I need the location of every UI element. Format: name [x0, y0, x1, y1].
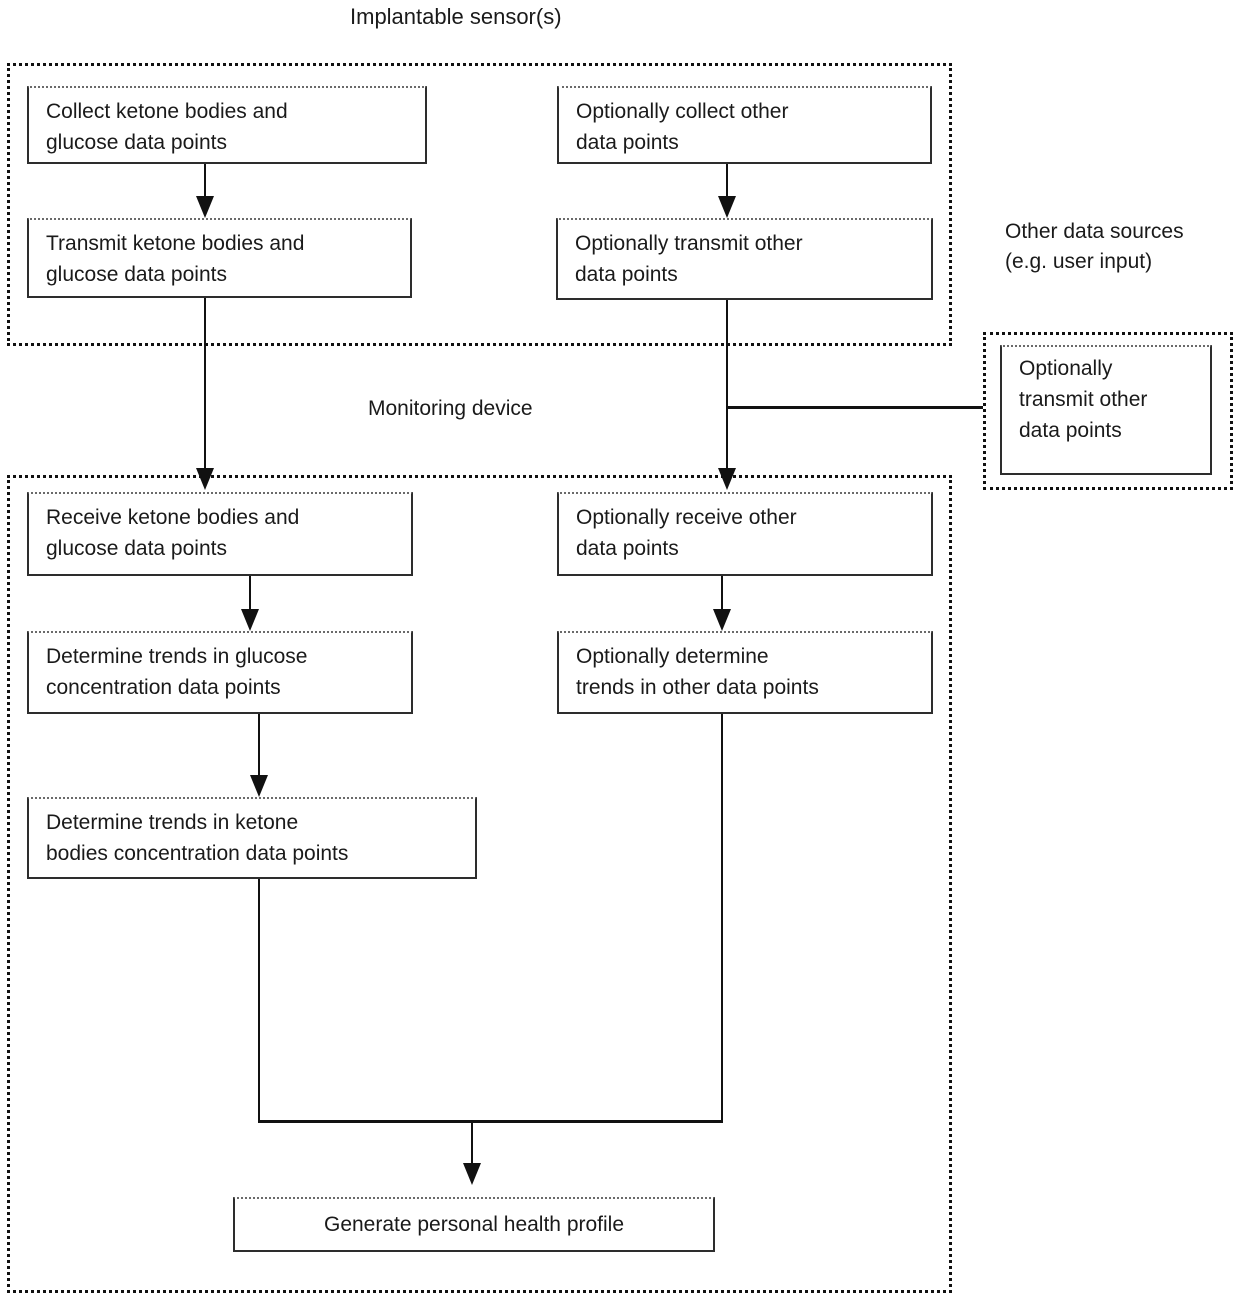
- connector-optreceive-to-opttrends: [721, 576, 723, 610]
- optionally-receive-other-box: Optionally receive other data points: [557, 492, 933, 576]
- receive-ketone-glucose-box: Receive ketone bodies and glucose data p…: [27, 492, 413, 576]
- arrowhead-receive-to-trends-glucose: [241, 609, 259, 631]
- other-data-sources-label: Other data sources (e.g. user input): [1005, 220, 1184, 273]
- connector-optcollect-to-opttransmit: [726, 164, 728, 198]
- generate-profile-box: Generate personal health profile: [233, 1197, 715, 1252]
- implantable-sensors-container: [7, 63, 952, 346]
- arrowhead-trends-glucose-to-ketone: [250, 775, 268, 797]
- other-data-sources-container: [983, 332, 1233, 490]
- optionally-collect-other-box: Optionally collect other data points: [557, 86, 932, 164]
- connector-trends-glucose-to-ketone: [258, 714, 260, 776]
- arrowhead-optcollect-to-opttransmit: [718, 196, 736, 218]
- connector-transmit-to-receive: [204, 298, 206, 470]
- monitoring-device-container: [7, 475, 952, 1293]
- connector-collect-to-transmit: [204, 164, 206, 198]
- optionally-determine-trends-box: Optionally determine trends in other dat…: [557, 631, 933, 714]
- other-source-transmit-box: Optionally transmit other data points: [1000, 345, 1212, 475]
- arrowhead-collect-to-transmit: [196, 196, 214, 218]
- connector-opttrends-down: [721, 714, 723, 1123]
- arrowhead-optreceive-to-opttrends: [713, 609, 731, 631]
- determine-trends-ketone-box: Determine trends in ketone bodies concen…: [27, 797, 477, 879]
- arrowhead-merge-to-generate: [463, 1163, 481, 1185]
- transmit-ketone-glucose-box: Transmit ketone bodies and glucose data …: [27, 218, 412, 298]
- optionally-transmit-other-box: Optionally transmit other data points: [556, 218, 933, 300]
- arrowhead-transmit-to-receive: [196, 468, 214, 490]
- connector-other-sources: [727, 406, 983, 409]
- connector-receive-to-trends-glucose: [249, 576, 251, 610]
- connector-merge-to-generate: [471, 1123, 473, 1164]
- connector-trends-ketone-down: [258, 879, 260, 1123]
- connector-opttransmit-to-optreceive: [726, 300, 728, 470]
- monitoring-device-label: Monitoring device: [368, 397, 533, 420]
- arrowhead-opttransmit-to-optreceive: [718, 468, 736, 490]
- determine-trends-glucose-box: Determine trends in glucose concentratio…: [27, 631, 413, 714]
- implantable-sensors-label: Implantable sensor(s): [350, 4, 562, 29]
- connector-merge-horizontal: [258, 1120, 723, 1123]
- collect-ketone-glucose-box: Collect ketone bodies and glucose data p…: [27, 86, 427, 164]
